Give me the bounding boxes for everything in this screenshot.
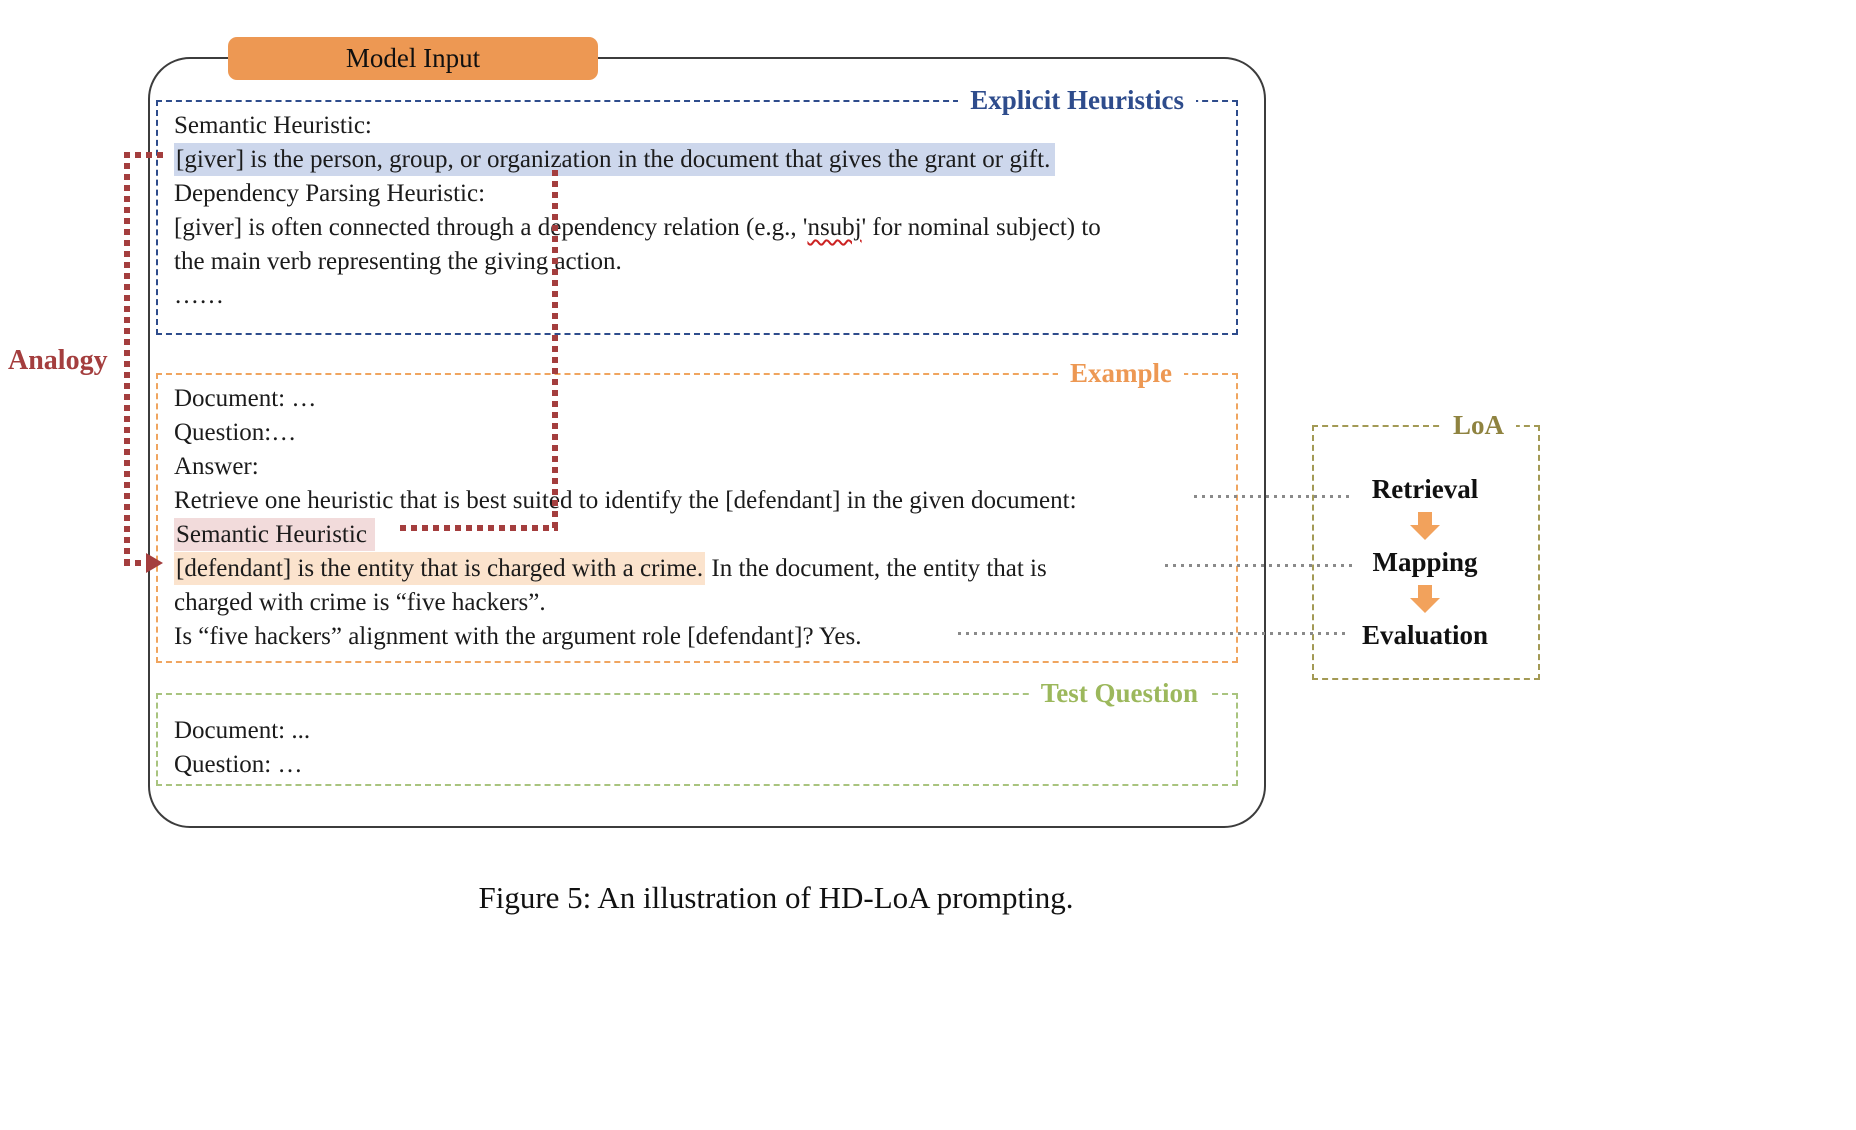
- example-label: Example: [1057, 357, 1184, 389]
- figure-caption: Figure 5: An illustration of HD-LoA prom…: [478, 880, 1074, 915]
- analogy-connector-heuristic-vertical: [552, 170, 558, 530]
- semantic-heuristic-heading: Semantic Heuristic:: [174, 112, 372, 139]
- loa-step-retrieval: Retrieval: [1371, 474, 1479, 504]
- mapping-highlight: [defendant] is the entity that is charge…: [174, 552, 706, 585]
- test-question-box: Test Question Document: ... Question: …: [156, 677, 1238, 786]
- analogy-connector-bottom: [124, 560, 148, 566]
- retrieved-heuristic-line: Semantic Heuristic: [158, 518, 1236, 552]
- example-box: Example Document: … Question:… Answer: R…: [156, 357, 1238, 663]
- test-question-text: Document: ... Question: …: [158, 695, 1236, 782]
- explicit-heuristics-label: Explicit Heuristics: [958, 84, 1196, 116]
- model-input-tab-label: Model Input: [345, 43, 481, 73]
- mapping-connector-line: [1165, 564, 1355, 567]
- mapping-line1: [defendant] is the entity that is charge…: [158, 552, 1236, 586]
- mapping-line2: charged with crime is “five hackers”.: [174, 589, 546, 616]
- analogy-label: Analogy: [8, 345, 108, 376]
- example-question-line: Question:…: [174, 419, 297, 446]
- dependency-heuristic-definition-line2: the main verb representing the giving ac…: [174, 248, 622, 275]
- loa-box: LoA: [1312, 409, 1540, 680]
- analogy-connector-top: [124, 152, 164, 158]
- heuristics-ellipsis: ……: [174, 282, 224, 309]
- evaluation-line: Is “five hackers” alignment with the arg…: [174, 623, 862, 650]
- dependency-heuristic-definition-line1: [giver] is often connected through a dep…: [174, 214, 1101, 241]
- nsubj-term: nsubj: [807, 214, 862, 241]
- retrieval-connector-line: [1194, 495, 1354, 498]
- loa-step-mapping: Mapping: [1372, 547, 1478, 577]
- explicit-heuristics-box: Explicit Heuristics Semantic Heuristic: …: [156, 84, 1238, 335]
- retrieve-heuristic-line: Retrieve one heuristic that is best suit…: [174, 487, 1077, 514]
- test-question-line: Question: …: [174, 751, 303, 778]
- example-text: Document: … Question:… Answer: Retrieve …: [158, 375, 1236, 654]
- dependency-heuristic-heading: Dependency Parsing Heuristic:: [174, 180, 486, 207]
- loa-step-evaluation: Evaluation: [1361, 620, 1489, 650]
- analogy-connector-left-vertical: [124, 152, 130, 569]
- model-input-tab: Model Input: [228, 37, 598, 80]
- analogy-connector-heuristic-horizontal: [400, 525, 558, 531]
- example-answer-heading: Answer:: [174, 453, 259, 480]
- down-arrow-icon: [1410, 512, 1440, 540]
- analogy-arrowhead-icon: [146, 553, 163, 573]
- down-arrow-icon: [1410, 585, 1440, 613]
- test-question-label: Test Question: [1028, 677, 1210, 709]
- explicit-heuristics-text: Semantic Heuristic: [giver] is the perso…: [158, 102, 1236, 313]
- semantic-heuristic-definition: [giver] is the person, group, or organiz…: [158, 143, 1236, 177]
- loa-label: LoA: [1440, 409, 1516, 441]
- loa-steps: Retrieval Mapping Evaluation: [1320, 474, 1530, 651]
- test-document-line: Document: ...: [174, 717, 311, 744]
- semantic-definition-highlight: [giver] is the person, group, or organiz…: [174, 143, 1056, 176]
- evaluation-connector-line: [958, 632, 1350, 635]
- example-document-line: Document: …: [174, 385, 317, 412]
- retrieved-heuristic-highlight: Semantic Heuristic: [174, 518, 375, 551]
